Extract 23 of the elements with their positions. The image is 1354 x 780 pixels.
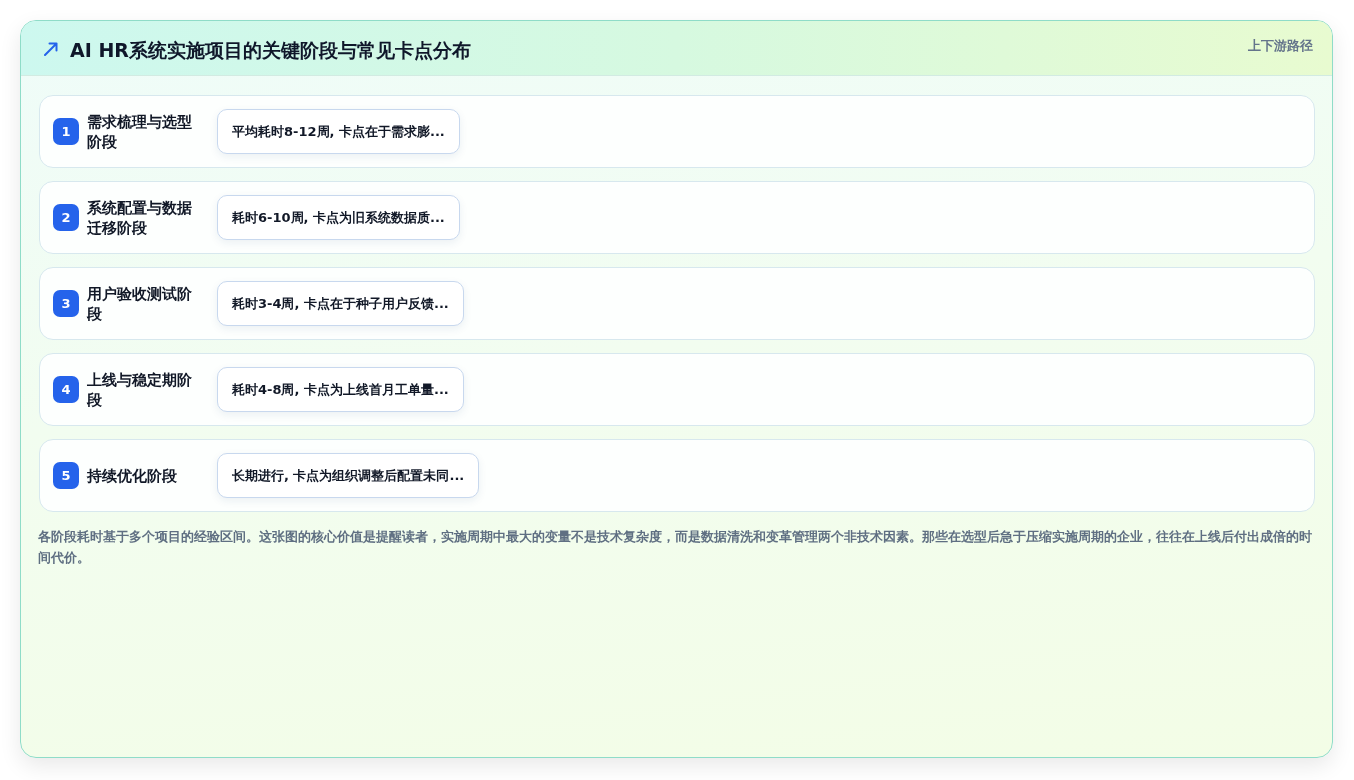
note-chip: 平均耗时8-12周, 卡点在于需求膨...	[217, 109, 460, 154]
note-chip: 耗时6-10周, 卡点为旧系统数据质...	[217, 195, 460, 240]
stage-row	[39, 267, 1315, 340]
stage-name: 系统配置与数据迁移阶段	[87, 197, 193, 238]
number-badge: 2	[53, 204, 79, 231]
number-badge: 3	[53, 290, 79, 317]
number-badge: 1	[53, 118, 79, 145]
header-note: 上下游路径	[1248, 37, 1313, 54]
note-chip: 长期进行, 卡点为组织调整后配置未同...	[217, 453, 480, 498]
stage-name: 上线与稳定期阶段	[87, 369, 193, 410]
stage-row	[39, 353, 1315, 426]
stage-name: 用户验收测试阶段	[87, 283, 193, 324]
stage-name: 持续优化阶段	[87, 465, 177, 486]
stage-row	[39, 95, 1315, 168]
title: AI HR系统实施项目的关键阶段与常见卡点分布	[70, 38, 471, 63]
number-badge: 5	[53, 462, 79, 489]
stage-row	[39, 439, 1315, 512]
note-chip: 耗时4-8周, 卡点为上线首月工单量...	[217, 367, 464, 412]
number-badge: 4	[53, 376, 79, 403]
note-chip: 耗时3-4周, 卡点在于种子用户反馈...	[217, 281, 464, 326]
stage-name: 需求梳理与选型阶段	[87, 111, 193, 152]
caption: 各阶段耗时基于多个项目的经验区间。这张图的核心价值是提醒读者，实施周期中最大的变量不是技术复杂度，而是数据清洗和变革管理两个非技术因素。那些在选型后急于压缩实施周期的企业，往往在上线后付出成倍的时间代价。	[38, 528, 1313, 567]
stage-row	[39, 181, 1315, 254]
